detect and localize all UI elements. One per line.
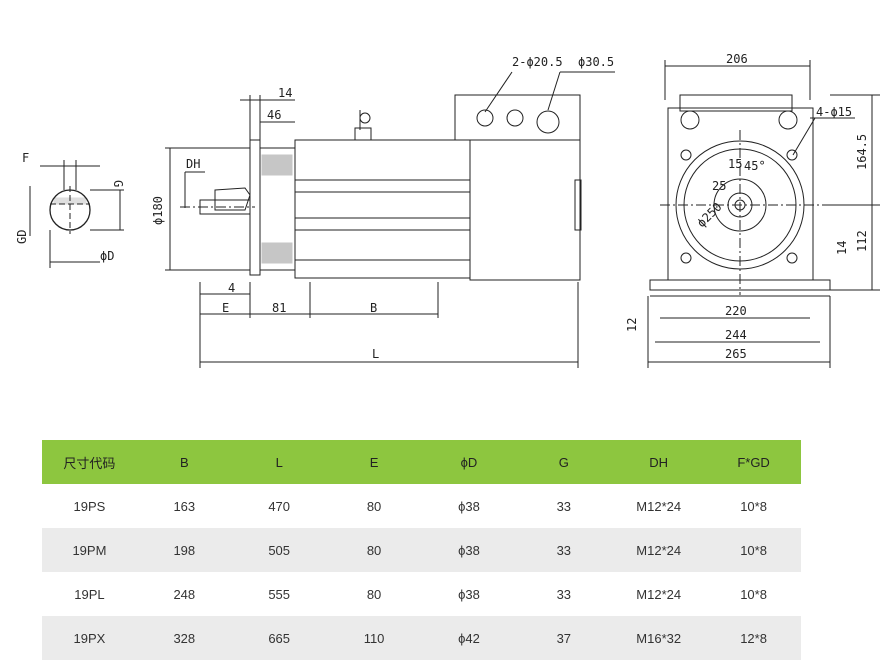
table-cell: 33 xyxy=(516,528,612,572)
label-12: 12 xyxy=(625,318,639,332)
table-cell: 12*8 xyxy=(706,616,801,660)
table-cell: ϕ38 xyxy=(421,484,517,528)
table-cell: 198 xyxy=(136,528,232,572)
label-b: B xyxy=(370,301,377,315)
table-cell: ϕ38 xyxy=(421,572,517,616)
header-e: E xyxy=(326,440,422,484)
table-cell: 33 xyxy=(516,484,612,528)
label-25: 25 xyxy=(712,179,726,193)
table-cell: 80 xyxy=(326,484,422,528)
table-cell: 110 xyxy=(326,616,422,660)
table-cell: 505 xyxy=(231,528,327,572)
label-holes-top: 2-ϕ20.5 xyxy=(512,55,563,69)
table-cell: 80 xyxy=(326,572,422,616)
table-cell: 248 xyxy=(136,572,232,616)
label-15: 15 xyxy=(728,157,742,171)
table-cell: 37 xyxy=(516,616,612,660)
table-cell: ϕ42 xyxy=(421,616,517,660)
label-164-5: 164.5 xyxy=(855,134,869,170)
table-cell: 19PX xyxy=(42,616,137,660)
label-206: 206 xyxy=(726,52,748,66)
table-cell: M12*24 xyxy=(611,484,707,528)
label-dia250: ϕ250 xyxy=(694,200,724,230)
table-cell: 665 xyxy=(231,616,327,660)
table-cell: 19PS xyxy=(42,484,137,528)
table-cell: M12*24 xyxy=(611,528,707,572)
label-l: L xyxy=(372,347,379,361)
label-dh: DH xyxy=(186,157,200,171)
header-d: ϕD xyxy=(421,440,517,484)
table-row: 19PX 328 665 110 ϕ42 37 M16*32 12*8 xyxy=(42,616,801,660)
drawing-labels: F G GD ϕD DH ϕ180 14 46 4 E 81 B L 2-ϕ20… xyxy=(15,52,869,361)
header-b: B xyxy=(136,440,232,484)
table-cell: ϕ38 xyxy=(421,528,517,572)
table-cell: 555 xyxy=(231,572,327,616)
label-4: 4 xyxy=(228,281,235,295)
label-14: 14 xyxy=(278,86,292,100)
label-g: G xyxy=(111,180,125,187)
label-gd: GD xyxy=(15,230,29,244)
header-f-gd: F*GD xyxy=(706,440,801,484)
table-cell: 328 xyxy=(136,616,232,660)
table-cell: 10*8 xyxy=(706,484,801,528)
label-dia180: ϕ180 xyxy=(151,196,165,225)
header-g: G xyxy=(516,440,612,484)
table-cell: 80 xyxy=(326,528,422,572)
table-cell: M16*32 xyxy=(611,616,707,660)
table-cell: 19PM xyxy=(42,528,137,572)
table-cell: 470 xyxy=(231,484,327,528)
table-cell: 19PL xyxy=(42,572,137,616)
label-45deg: 45° xyxy=(744,159,766,173)
motor-dimension-drawing: F G GD ϕD DH ϕ180 14 46 4 E 81 B L 2-ϕ20… xyxy=(15,52,880,368)
label-265: 265 xyxy=(725,347,747,361)
dimension-table: 尺寸代码 B L E ϕD G DH F*GD 19PS 163 470 80 … xyxy=(42,440,801,660)
label-81: 81 xyxy=(272,301,286,315)
label-f: F xyxy=(22,151,29,165)
label-46: 46 xyxy=(267,108,281,122)
label-112: 112 xyxy=(855,230,869,252)
label-244: 244 xyxy=(725,328,747,342)
table-row: 19PS 163 470 80 ϕ38 33 M12*24 10*8 xyxy=(42,484,801,528)
label-e: E xyxy=(222,301,229,315)
label-holes-side: 4-ϕ15 xyxy=(816,105,852,119)
table-cell: 10*8 xyxy=(706,528,801,572)
table-cell: 163 xyxy=(136,484,232,528)
header-l: L xyxy=(231,440,327,484)
header-size-code: 尺寸代码 xyxy=(42,440,137,484)
table-cell: 33 xyxy=(516,572,612,616)
table-row: 19PM 198 505 80 ϕ38 33 M12*24 10*8 xyxy=(42,528,801,572)
header-dh: DH xyxy=(611,440,707,484)
table-cell: M12*24 xyxy=(611,572,707,616)
label-dia30-5: ϕ30.5 xyxy=(578,55,614,69)
table-row: 19PL 248 555 80 ϕ38 33 M12*24 10*8 xyxy=(42,572,801,616)
label-14b: 14 xyxy=(835,241,849,255)
label-220: 220 xyxy=(725,304,747,318)
label-dia-d: ϕD xyxy=(100,249,114,263)
table-header-row: 尺寸代码 B L E ϕD G DH F*GD xyxy=(42,440,801,484)
table-cell: 10*8 xyxy=(706,572,801,616)
